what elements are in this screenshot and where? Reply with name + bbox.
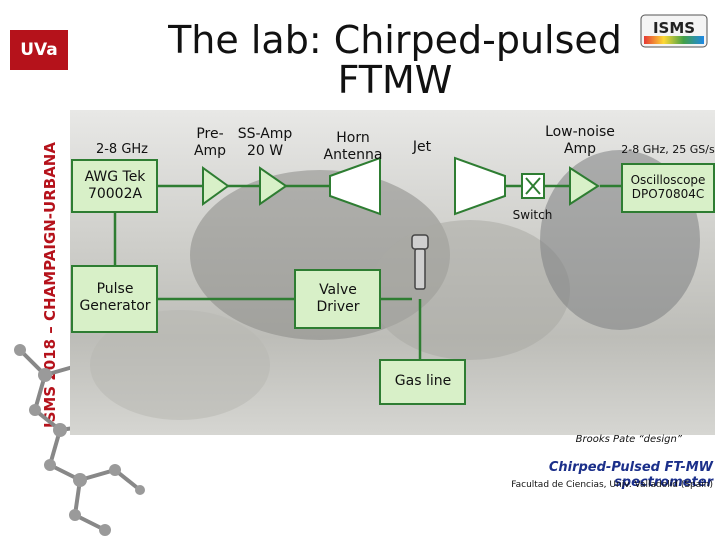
university-logo: UVa bbox=[10, 30, 68, 70]
pulse-generator-label: Pulse Generator bbox=[79, 281, 151, 314]
signal-lines bbox=[113, 184, 622, 360]
horn-antenna-label: Horn Antenna bbox=[323, 130, 383, 163]
slide-caption: Chirped-Pulsed FT-MW spectrometer bbox=[548, 460, 713, 490]
awg-freq-label: 2-8 GHz bbox=[95, 142, 149, 157]
design-credit: Brooks Pate “design” bbox=[575, 434, 682, 445]
sidebar: UVa ISMS 2018 – CHAMPAIGN-URBANA bbox=[0, 0, 145, 540]
scope-freq-label: 2-8 GHz, 25 GS/s bbox=[621, 143, 715, 156]
jet-nozzle bbox=[411, 234, 429, 290]
isms-logo-text: ISMS bbox=[653, 19, 695, 37]
affiliation-caption: Facultad de Ciencias, Univ. Valladolid (… bbox=[511, 480, 713, 490]
jet-label: Jet bbox=[412, 139, 432, 155]
oscilloscope-label: Oscilloscope DPO70804C bbox=[630, 173, 706, 201]
gas-line-label: Gas line bbox=[394, 373, 452, 389]
low-noise-amp-symbol bbox=[569, 166, 600, 206]
horn-antenna-right bbox=[454, 156, 506, 216]
switch-label: Switch bbox=[512, 208, 553, 222]
ssamp-label: SS-Amp 20 W bbox=[237, 126, 293, 159]
ssamp-symbol bbox=[259, 166, 288, 206]
valve-driver-label: Valve Driver bbox=[316, 282, 360, 315]
switch-symbol bbox=[521, 173, 545, 199]
component-boxes bbox=[71, 159, 715, 405]
horn-antenna-left bbox=[329, 156, 381, 216]
preamp-symbol bbox=[202, 166, 230, 206]
slide-title: The lab: Chirped-pulsed FTMW bbox=[168, 18, 622, 102]
low-noise-amp-label: Low-noise Amp bbox=[545, 124, 615, 157]
isms-logo: ISMS bbox=[640, 14, 708, 48]
awg-label: AWG Tek 70002A bbox=[84, 169, 146, 202]
preamp-label: Pre- Amp bbox=[193, 126, 227, 159]
